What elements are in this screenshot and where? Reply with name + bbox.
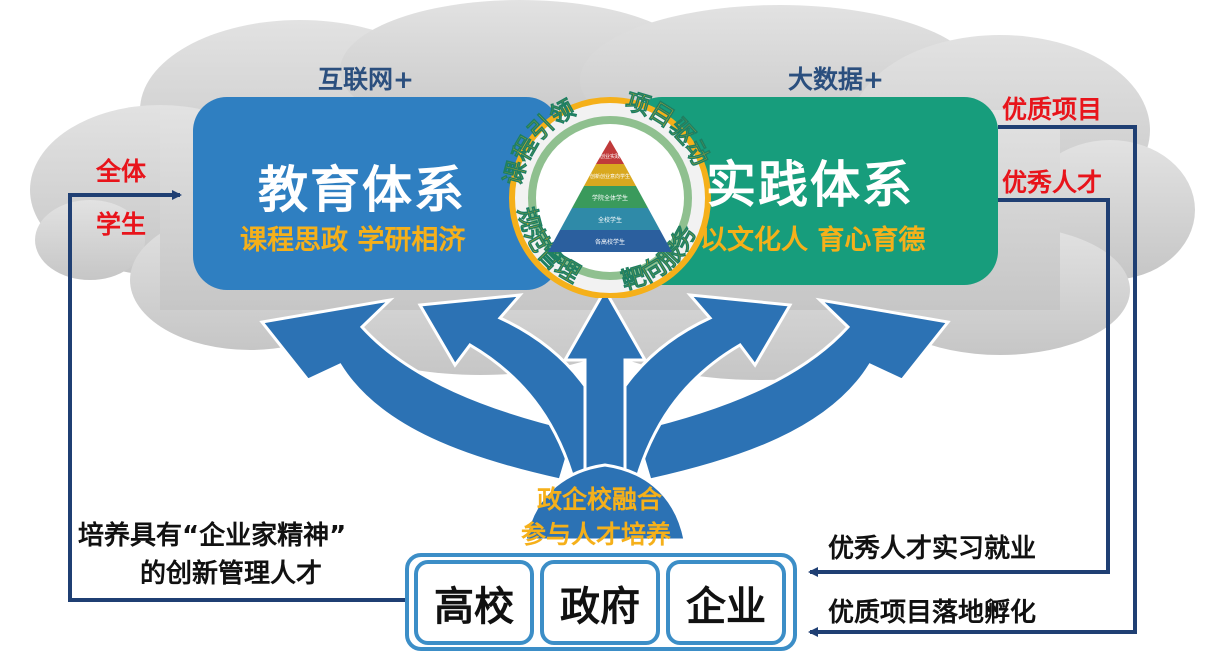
pyramid-level-3: 学院全体学生 xyxy=(592,194,628,202)
unit-enterprise: 企业 xyxy=(666,560,786,645)
all-students-label-line1: 全体 xyxy=(96,157,147,186)
all-students-label-line2: 学生 xyxy=(96,210,147,239)
fusion-text-line1: 政企校融合 xyxy=(537,485,663,514)
student-pyramid: 创新创业实践学生 创新创业意向学生 学院全体学生 全校学生 各高校学生 xyxy=(548,140,672,252)
pyramid-level-4: 全校学生 xyxy=(598,216,622,224)
pyramid-level-2: 创新创业意向学生 xyxy=(590,173,630,180)
entrepreneur-talent-text-line1: 培养具有“企业家精神” xyxy=(78,521,347,551)
project-incubation-text: 优质项目落地孵化 xyxy=(828,598,1037,628)
education-system-subtitle: 课程思政 学研相济 xyxy=(240,225,466,256)
quality-projects-label: 优质项目 xyxy=(1002,95,1103,124)
fusion-text-line2: 参与人才培养 xyxy=(521,520,672,549)
education-system-title: 教育体系 xyxy=(258,161,466,219)
practice-system-title: 实践体系 xyxy=(706,156,914,214)
entrepreneur-talent-text-line2: 的创新管理人才 xyxy=(140,559,323,589)
upward-arrows xyxy=(259,286,951,542)
big-data-plus-label: 大数据+ xyxy=(788,65,884,94)
internship-employment-text: 优秀人才实习就业 xyxy=(828,534,1037,564)
pyramid-level-5: 各高校学生 xyxy=(595,238,625,246)
practice-system-subtitle: 以文化人 育心育德 xyxy=(700,225,926,256)
unit-university: 高校 xyxy=(414,560,534,645)
unit-government: 政府 xyxy=(540,560,660,645)
excellent-talents-label: 优秀人才 xyxy=(1002,168,1103,197)
feedback-lines xyxy=(68,125,1137,637)
education-system-box xyxy=(193,97,560,290)
pyramid-level-1: 创新创业实践学生 xyxy=(590,153,630,160)
internet-plus-label: 互联网+ xyxy=(318,65,414,94)
center-ring: 课程引领 项目驱动 规范管理 靶向服务 创新创业实践学生 创新创业意向学生 学院… xyxy=(500,88,715,298)
